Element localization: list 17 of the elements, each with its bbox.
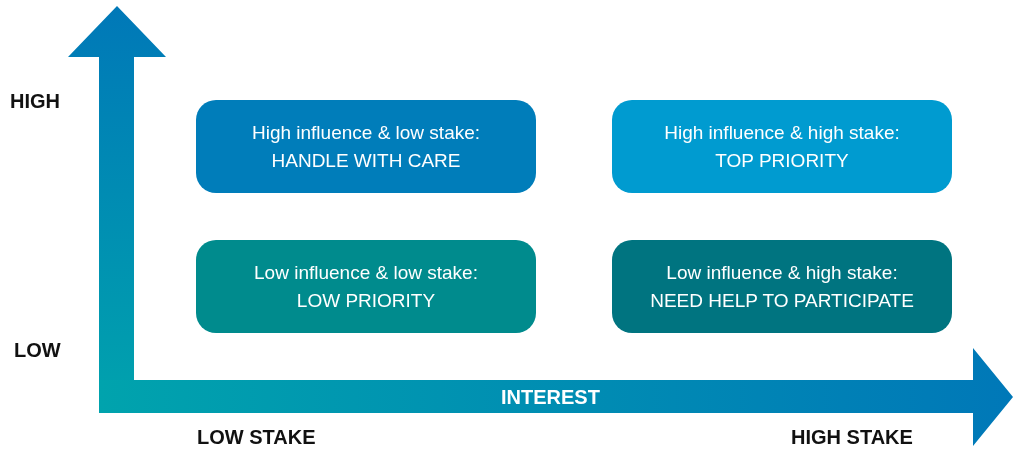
quadrant-priority: TOP PRIORITY: [715, 148, 849, 173]
axis-level-label: HIGH: [10, 90, 60, 113]
axis-level-label: LOW STAKE: [197, 426, 316, 449]
quadrant-box: [196, 240, 536, 333]
axis-title: INTEREST: [501, 386, 600, 409]
quadrant-box: [612, 240, 952, 333]
quadrant-priority: HANDLE WITH CARE: [271, 148, 461, 173]
quadrant-box: [196, 100, 536, 193]
quadrant-description: Low influence & low stake:: [254, 260, 478, 285]
quadrant-priority: LOW PRIORITY: [296, 288, 436, 313]
quadrant-box: [612, 100, 952, 193]
quadrant-description: High influence & low stake:: [251, 120, 481, 145]
quadrant-priority: NEED HELP TO PARTICIPATE: [650, 288, 914, 313]
axis-level-label: LOW: [14, 339, 61, 362]
axis-level-label: HIGH STAKE: [791, 426, 913, 449]
quadrant-description: High influence & high stake:: [664, 120, 900, 145]
quadrant-description: Low influence & high stake:: [666, 260, 898, 285]
